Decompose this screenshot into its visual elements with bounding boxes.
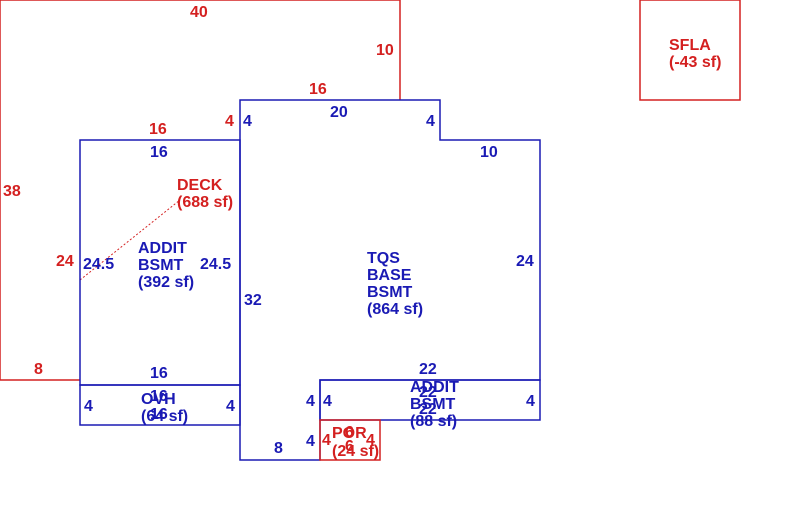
sfla-label: SFLA	[669, 37, 711, 54]
addit-lower-dim-right: 4	[526, 393, 535, 410]
por-outline	[319, 419, 381, 461]
addit-left-dim-top: 16	[150, 144, 168, 161]
deck-area: (688 sf)	[177, 194, 233, 211]
tqs-dim-top-right: 4	[426, 113, 435, 130]
tqs-dim-right-top: 10	[480, 144, 498, 161]
deck-dim-right-upper: 10	[376, 42, 394, 59]
sfla-area: (-43 sf)	[669, 54, 721, 71]
sfla-box	[639, 0, 741, 101]
addit-left-dim-bottom: 16	[150, 365, 168, 382]
ovh-label: OVH	[141, 391, 176, 408]
deck-dim-mid-top: 16	[309, 81, 327, 98]
tqs-dim-top-left: 4	[243, 113, 252, 130]
tqs-dim-left: 32	[244, 292, 262, 309]
deck-dim-inner: 16	[149, 121, 167, 138]
deck-diagonal	[79, 199, 181, 281]
deck-dim-inner-right: 4	[225, 113, 234, 130]
por-dim-left: 4	[322, 432, 331, 449]
addit-lower-area: (88 sf)	[410, 413, 457, 430]
ovh-dim-top: 16	[150, 388, 168, 405]
tqs-dim-top: 20	[330, 104, 348, 121]
tqs-label-line1: TQS	[367, 250, 400, 267]
deck-dim-bottom: 8	[34, 361, 43, 378]
por-dim-right: 4	[366, 432, 375, 449]
por-area: (24 sf)	[332, 443, 379, 460]
addit-left-area: (392 sf)	[138, 274, 194, 291]
ovh-dim-right: 4	[226, 398, 235, 415]
tqs-dim-right: 24	[516, 253, 534, 270]
por-dim-top: 6	[345, 424, 354, 441]
addit-lower-outline	[319, 379, 541, 421]
tqs-dim-bottom-inner: 4	[306, 393, 315, 410]
addit-left-dim-right: 24.5	[200, 256, 231, 273]
deck-dim-left-inner: 24	[56, 253, 74, 270]
ovh-dim-left: 4	[84, 398, 93, 415]
ovh-outline	[79, 384, 241, 426]
addit-lower-dim-top-inner: 22	[419, 384, 437, 401]
addit-lower-label-line2: BSMT	[410, 396, 456, 413]
addit-left-dim-left: 24.5	[83, 256, 114, 273]
por-dim-bottom: 6	[345, 438, 354, 455]
addit-left-label-line2: BSMT	[138, 257, 184, 274]
tqs-dim-bottom: 8	[274, 440, 283, 457]
addit-lower-label-line1: ADDIT	[410, 379, 459, 396]
addit-lower-dim-bottom-inner: 22	[419, 401, 437, 418]
tqs-area: (864 sf)	[367, 301, 423, 318]
deck-label: DECK	[177, 177, 223, 194]
ovh-area: (64 sf)	[141, 408, 188, 425]
addit-left-label-line1: ADDIT	[138, 240, 187, 257]
addit-lower-dim-left: 4	[323, 393, 332, 410]
addit-lower-dim-left-outer: 4	[306, 433, 315, 450]
ovh-dim-bottom: 16	[150, 406, 168, 423]
addit-lower-dim-top: 22	[419, 361, 437, 378]
por-label: POR	[332, 425, 367, 442]
deck-dim-top: 40	[190, 4, 208, 21]
tqs-label-line3: BSMT	[367, 284, 413, 301]
deck-dim-left: 38	[3, 183, 21, 200]
tqs-label-line2: BASE	[367, 267, 412, 284]
deck-outline	[0, 0, 401, 381]
